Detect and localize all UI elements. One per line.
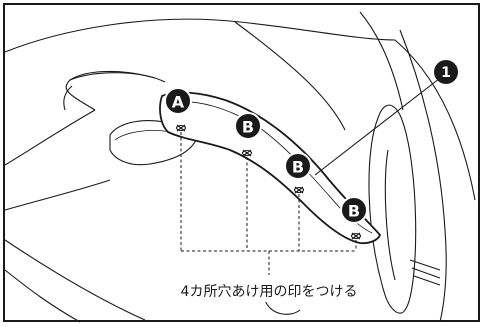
callout-b1-label: B bbox=[242, 118, 254, 137]
caption-text: 4カ所穴あけ用の印をつける bbox=[181, 284, 358, 300]
callout-b2-label: B bbox=[292, 158, 304, 177]
callout-b1: B bbox=[234, 112, 262, 140]
hole-mark-b3 bbox=[350, 232, 362, 240]
callout-a: A bbox=[164, 87, 192, 115]
car-body-outline bbox=[4, 11, 476, 323]
hole-mark-b1 bbox=[241, 149, 253, 157]
callout-1-leader bbox=[314, 74, 445, 176]
diagram-frame bbox=[3, 3, 480, 322]
hole-mark-b2 bbox=[293, 186, 305, 194]
callout-a-label: A bbox=[172, 93, 185, 112]
caption-background bbox=[160, 282, 380, 302]
callout-1: 1 bbox=[434, 60, 458, 84]
callout-b3-label: B bbox=[348, 202, 360, 221]
callout-b3: B bbox=[340, 196, 368, 224]
guide-lines bbox=[180, 132, 357, 275]
callout-b2: B bbox=[284, 152, 312, 180]
hole-mark-a bbox=[175, 124, 187, 132]
callout-1-label: 1 bbox=[441, 65, 451, 81]
hole-marks bbox=[175, 124, 362, 240]
